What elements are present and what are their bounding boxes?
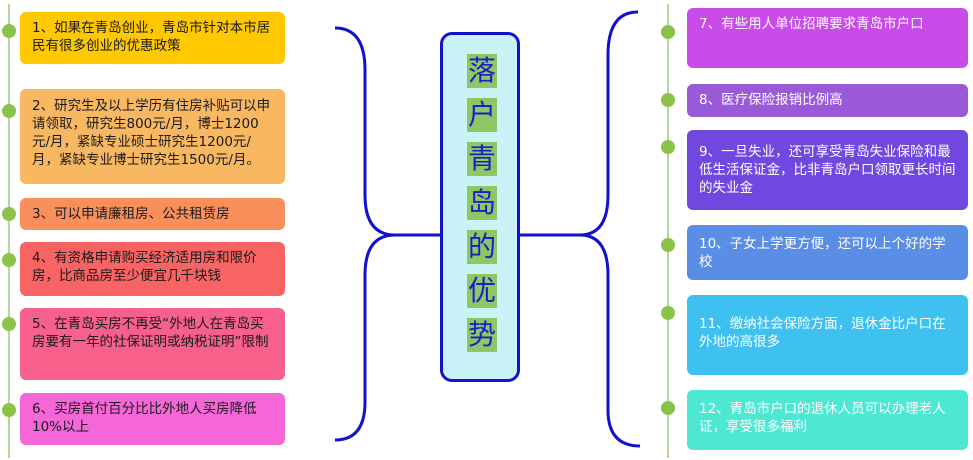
title-char-2: 户 [467, 98, 497, 132]
right-dot-10 [661, 238, 675, 252]
right-dot-8 [661, 93, 675, 107]
left-item-6: 6、买房首付百分比比外地人买房降低10%以上 [20, 393, 285, 445]
left-brace [334, 26, 396, 442]
right-brace [579, 10, 641, 448]
center-title-box: 落 户 青 岛 的 优 势 [440, 32, 520, 382]
title-char-5: 的 [467, 230, 497, 264]
left-dot-1 [2, 24, 16, 38]
title-char-7: 势 [467, 318, 497, 352]
right-item-9: 9、一旦失业，还可享受青岛失业保险和最低生活保证金，比非青岛户口领取更长时间的失… [687, 130, 968, 210]
right-dot-9 [661, 140, 675, 154]
left-item-3: 3、可以申请廉租房、公共租赁房 [20, 198, 285, 230]
right-item-8: 8、医疗保险报销比例高 [687, 84, 968, 117]
right-item-12: 12、青岛市户口的退休人员可以办理老人证，享受很多福利 [687, 390, 968, 450]
left-dot-5 [2, 317, 16, 331]
left-item-2: 2、研究生及以上学历有住房补贴可以申请领取，研究生800元/月，博士1200元/… [20, 89, 285, 184]
left-item-4: 4、有资格申请购买经济适用房和限价房，比商品房至少便宜几千块钱 [20, 242, 285, 296]
title-char-4: 岛 [467, 186, 497, 220]
left-item-5: 5、在青岛买房不再受“外地人在青岛买房要有一年的社保证明或纳税证明”限制 [20, 308, 285, 380]
left-item-1: 1、如果在青岛创业，青岛市针对本市居民有很多创业的优惠政策 [20, 12, 285, 64]
right-timeline-stem [667, 4, 669, 458]
right-dot-11 [661, 306, 675, 320]
left-timeline-stem [8, 4, 10, 458]
right-item-10: 10、子女上学更方便，还可以上个好的学校 [687, 225, 968, 280]
right-item-7: 7、有些用人单位招聘要求青岛市户口 [687, 8, 968, 68]
right-item-11: 11、缴纳社会保险方面，退休金比户口在外地的高很多 [687, 295, 968, 375]
right-dot-12 [661, 401, 675, 415]
title-char-1: 落 [467, 54, 497, 88]
left-dot-3 [2, 207, 16, 221]
title-char-3: 青 [467, 142, 497, 176]
left-dot-6 [2, 403, 16, 417]
left-dot-2 [2, 104, 16, 118]
right-dot-7 [661, 25, 675, 39]
left-dot-4 [2, 253, 16, 267]
title-char-6: 优 [467, 274, 497, 308]
